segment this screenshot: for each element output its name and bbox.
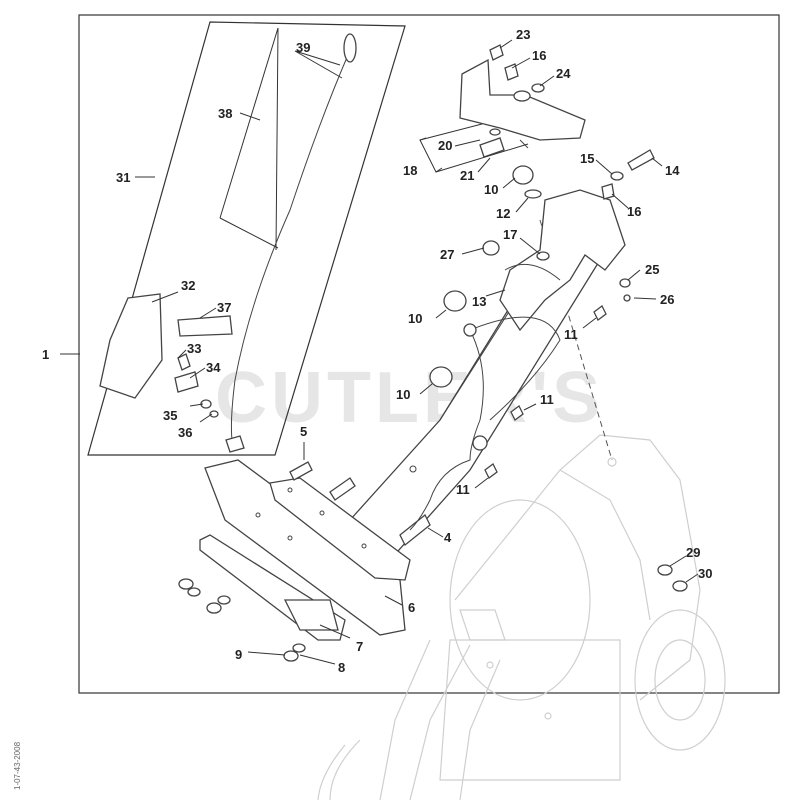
base-plate bbox=[204, 459, 406, 636]
callout-7: 7 bbox=[356, 639, 363, 654]
callout-10-mid: 10 bbox=[408, 311, 422, 326]
callout-20: 20 bbox=[438, 138, 452, 153]
callout-31: 31 bbox=[116, 170, 130, 185]
callout-21: 21 bbox=[460, 168, 474, 183]
callout-34: 34 bbox=[206, 360, 221, 375]
assembly-frame bbox=[78, 14, 780, 694]
kit-inset bbox=[87, 21, 406, 456]
callout-17: 17 bbox=[503, 227, 517, 242]
callout-11-mid: 11 bbox=[540, 392, 554, 407]
callout-39: 39 bbox=[296, 40, 310, 55]
callout-4: 4 bbox=[444, 530, 452, 545]
callout-29: 29 bbox=[686, 545, 700, 560]
callout-labels: 1 4 5 6 7 8 9 10 10 10 11 11 11 12 13 14… bbox=[42, 27, 712, 675]
callout-11-right: 11 bbox=[564, 327, 578, 342]
callout-26: 26 bbox=[660, 292, 674, 307]
callout-35: 35 bbox=[163, 408, 177, 423]
nut-hardware bbox=[178, 578, 306, 662]
callout-12: 12 bbox=[496, 206, 510, 221]
callout-25: 25 bbox=[645, 262, 659, 277]
hinge-bracket bbox=[499, 189, 626, 332]
rubber-caps bbox=[429, 165, 542, 388]
control-cable bbox=[409, 316, 561, 531]
small-screws bbox=[479, 44, 688, 592]
callout-15: 15 bbox=[580, 151, 594, 166]
callout-8: 8 bbox=[338, 660, 345, 675]
callout-38: 38 bbox=[218, 106, 232, 121]
callout-5: 5 bbox=[300, 424, 307, 439]
callout-37: 37 bbox=[217, 300, 231, 315]
callout-18: 18 bbox=[403, 163, 417, 178]
callout-23: 23 bbox=[516, 27, 530, 42]
callout-27: 27 bbox=[440, 247, 454, 262]
callout-32: 32 bbox=[181, 278, 195, 293]
callout-16-top: 16 bbox=[532, 48, 546, 63]
callout-33: 33 bbox=[187, 341, 201, 356]
drawing-code: 1-07-43-2008 bbox=[13, 741, 22, 790]
callout-11-low: 11 bbox=[456, 482, 470, 497]
callout-1: 1 bbox=[42, 347, 49, 362]
mount-bracket bbox=[269, 477, 411, 581]
handle-grip bbox=[459, 58, 586, 141]
callout-10-low: 10 bbox=[396, 387, 410, 402]
callout-10-top: 10 bbox=[484, 182, 498, 197]
callout-14: 14 bbox=[665, 163, 680, 178]
callout-9: 9 bbox=[235, 647, 242, 662]
watermark: CUTLER'S bbox=[215, 358, 604, 438]
callout-16-right: 16 bbox=[627, 204, 641, 219]
bottom-rail bbox=[199, 534, 346, 641]
callout-24: 24 bbox=[556, 66, 571, 81]
callout-13: 13 bbox=[472, 294, 486, 309]
callout-6: 6 bbox=[408, 600, 415, 615]
callout-30: 30 bbox=[698, 566, 712, 581]
machine-body-outline bbox=[317, 434, 726, 800]
callout-36: 36 bbox=[178, 425, 192, 440]
leader-lines bbox=[60, 39, 699, 665]
